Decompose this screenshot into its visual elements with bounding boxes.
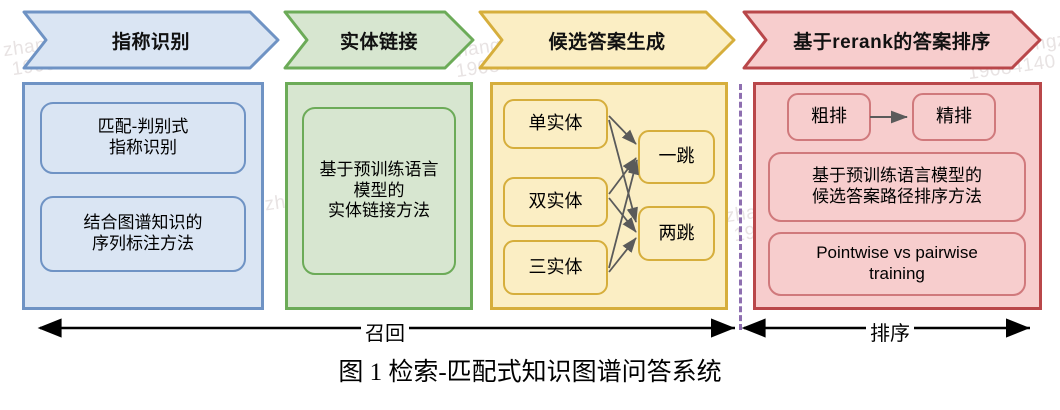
- box-plm-path-ranking[interactable]: 基于预训练语言模型的候选答案路径排序方法: [768, 152, 1026, 222]
- box-label: 三实体: [528, 256, 583, 277]
- box-graph-knowledge-seq-labeling[interactable]: 结合图谱知识的序列标注方法: [40, 196, 246, 272]
- box-label: 两跳: [658, 222, 695, 243]
- stage-banner-label: 候选答案生成: [548, 31, 666, 53]
- box-plm-entity-linking[interactable]: 基于预训练语言模型的实体链接方法: [302, 107, 456, 275]
- stage-banner-rerank-answer-ranking[interactable]: 基于rerank的答案排序: [742, 10, 1042, 70]
- box-label: 一跳: [658, 146, 695, 167]
- range-label-recall: 召回: [361, 317, 409, 346]
- chevron-shape-icon: [478, 10, 736, 70]
- stage-banner-candidate-answer-generation[interactable]: 候选答案生成: [478, 10, 736, 70]
- box-fine-rank[interactable]: 精排: [912, 93, 996, 141]
- figure-caption: 图 1 检索-匹配式知识图谱问答系统: [338, 359, 722, 386]
- box-label: 双实体: [528, 191, 583, 212]
- chevron-shape-icon: [22, 10, 280, 70]
- stage-banner-label: 指称识别: [111, 31, 190, 53]
- stage-banner-mention-recognition[interactable]: 指称识别: [22, 10, 280, 70]
- box-label: 粗排: [811, 106, 847, 127]
- box-label: 结合图谱知识的序列标注方法: [83, 213, 203, 253]
- box-label: 匹配-判别式指称识别: [97, 117, 189, 157]
- chevron-shape-icon: [742, 10, 1042, 70]
- box-label: 基于预训练语言模型的实体链接方法: [319, 159, 439, 221]
- range-label-ranking: 排序: [866, 317, 914, 346]
- box-match-discriminative[interactable]: 匹配-判别式指称识别: [40, 102, 246, 174]
- stage-banner-label: 基于rerank的答案排序: [793, 31, 991, 53]
- box-coarse-rank[interactable]: 粗排: [787, 93, 871, 141]
- box-label: 基于预训练语言模型的候选答案路径排序方法: [812, 166, 982, 206]
- stage-banner-label: 实体链接: [339, 31, 418, 53]
- box-one-hop[interactable]: 一跳: [638, 130, 715, 184]
- box-double-entity[interactable]: 双实体: [503, 177, 608, 227]
- box-single-entity[interactable]: 单实体: [503, 99, 608, 149]
- box-label: 单实体: [528, 113, 583, 134]
- box-two-hop[interactable]: 两跳: [638, 206, 715, 261]
- chevron-shape-icon: [283, 10, 475, 70]
- stage-banner-entity-linking[interactable]: 实体链接: [283, 10, 475, 70]
- box-triple-entity[interactable]: 三实体: [503, 240, 608, 295]
- recall-ranking-divider: [739, 84, 742, 330]
- box-label: 精排: [936, 106, 972, 127]
